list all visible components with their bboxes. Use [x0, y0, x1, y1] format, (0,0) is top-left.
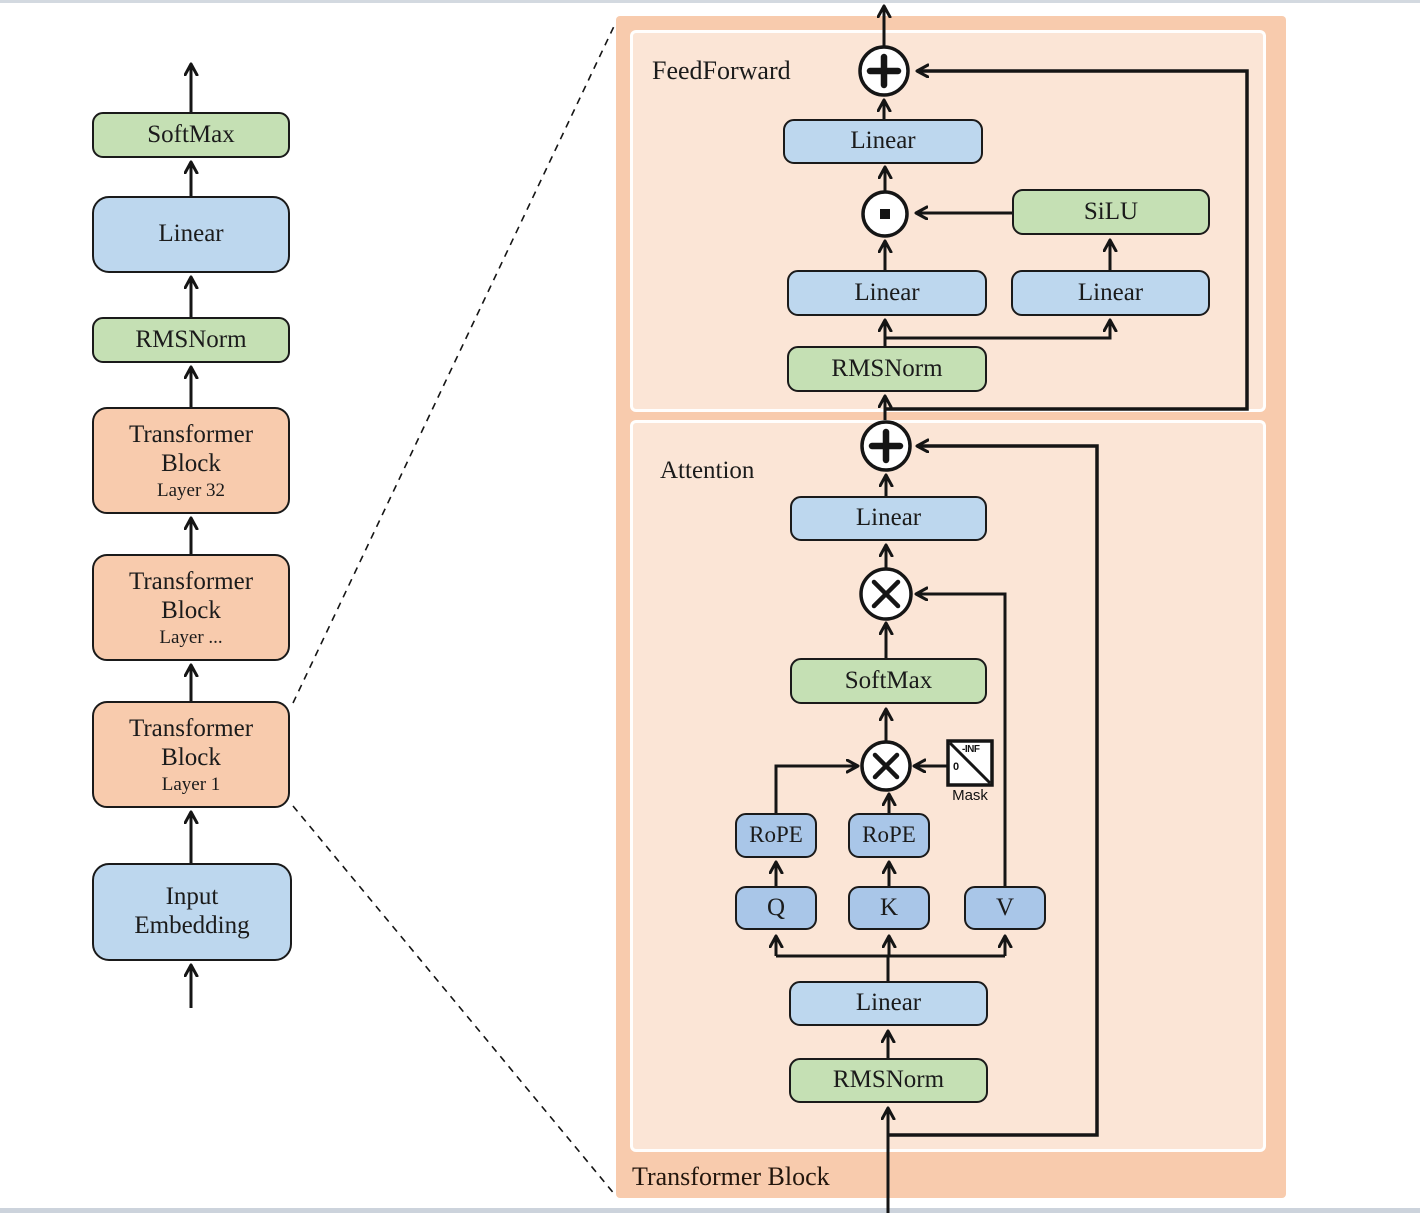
stack-transformer-block-mid: Transformer Block Layer ...: [92, 554, 290, 661]
dashed-expand-top: [292, 21, 617, 704]
stack-linear-label: Linear: [158, 220, 224, 248]
mask-zero-value: 0: [953, 761, 960, 773]
input-embedding-line1: Input: [165, 883, 219, 911]
ff-linear-right-label: Linear: [1077, 278, 1144, 306]
stack-linear-block: Linear: [92, 196, 290, 273]
input-embedding-line2: Embedding: [134, 912, 250, 939]
att-k-label: K: [879, 893, 899, 921]
att-v-label: V: [995, 893, 1015, 921]
stack-softmax-label: SoftMax: [147, 120, 235, 148]
tbmid-layer: Layer ...: [159, 627, 223, 649]
tb32-line1: Transformer: [128, 420, 254, 448]
att-softmax-label: SoftMax: [844, 666, 933, 694]
ff-silu-label: SiLU: [1083, 197, 1139, 225]
ff-linear-top-label: Linear: [850, 127, 916, 155]
att-k-block: K: [848, 886, 930, 930]
ff-rmsnorm-label: RMSNorm: [831, 354, 943, 382]
feedforward-section-label: FeedForward: [652, 56, 791, 85]
stack-rmsnorm-block: RMSNorm: [92, 317, 290, 363]
att-rope-k-block: RoPE: [848, 813, 930, 858]
att-linear-top-label: Linear: [855, 504, 922, 532]
tbmid-line1: Transformer: [128, 567, 254, 595]
att-q-label: Q: [766, 893, 786, 921]
att-rope-q-block: RoPE: [735, 813, 817, 858]
dashed-expand-bottom: [292, 805, 617, 1197]
ff-silu-block: SiLU: [1012, 189, 1210, 235]
mask-neg-inf-value: -INF: [962, 744, 980, 755]
att-v-block: V: [964, 886, 1046, 930]
att-q-block: Q: [735, 886, 817, 930]
tb32-line2: Block: [161, 449, 221, 477]
ff-linear-top-block: Linear: [783, 119, 983, 164]
att-rmsnorm-label: RMSNorm: [832, 1066, 945, 1094]
tb1-line2: Block: [161, 743, 221, 771]
ff-linear-left-block: Linear: [787, 270, 987, 316]
attention-section-label: Attention: [660, 457, 755, 484]
page-edge-top: [0, 0, 1420, 3]
stack-transformer-block-32: Transformer Block Layer 32: [92, 407, 290, 514]
att-linear-top-block: Linear: [790, 496, 987, 541]
transformer-block-panel-label: Transformer Block: [632, 1162, 830, 1191]
stack-input-embedding-block: Input Embedding: [92, 863, 292, 961]
att-softmax-block: SoftMax: [790, 658, 987, 704]
stack-softmax-block: SoftMax: [92, 112, 290, 158]
att-rmsnorm-block: RMSNorm: [789, 1058, 988, 1103]
tb1-line1: Transformer: [128, 714, 254, 742]
tb32-layer: Layer 32: [156, 480, 226, 502]
tbmid-line2: Block: [161, 596, 221, 624]
stack-rmsnorm-label: RMSNorm: [135, 325, 247, 353]
tb1-layer: Layer 1: [161, 774, 221, 796]
att-linear-bottom-block: Linear: [789, 981, 988, 1026]
page-edge-bottom: [0, 1208, 1420, 1213]
ff-linear-left-label: Linear: [854, 278, 920, 306]
ff-rmsnorm-block: RMSNorm: [787, 346, 987, 392]
att-linear-bottom-label: Linear: [855, 989, 922, 1017]
ff-linear-right-block: Linear: [1011, 270, 1210, 316]
stack-transformer-block-1: Transformer Block Layer 1: [92, 701, 290, 808]
mask-label: Mask: [952, 787, 988, 804]
att-rope-q-label: RoPE: [749, 822, 803, 848]
att-rope-k-label: RoPE: [862, 822, 916, 848]
